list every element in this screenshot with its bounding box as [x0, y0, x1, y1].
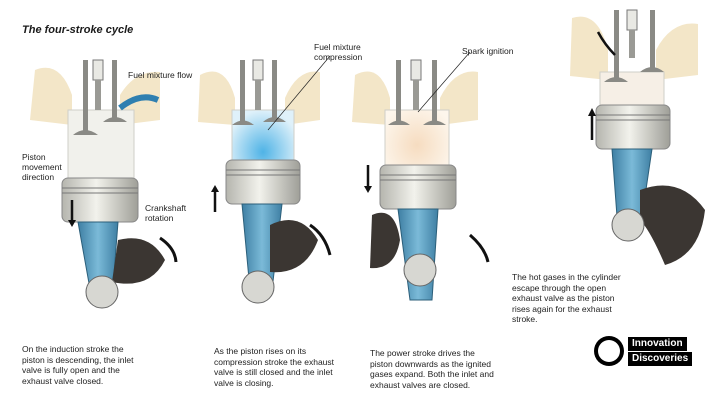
fuel-mixture-compression-label: Fuel mixture compression	[314, 42, 363, 62]
inlet-valve-stem	[83, 60, 88, 135]
spark-ignition-label: Spark ignition	[462, 46, 514, 56]
crankshaft-rotation-label: Crankshaft rotation	[145, 203, 187, 223]
compression-stroke-caption: As the piston rises on its compression s…	[214, 346, 335, 388]
piston	[225, 159, 301, 205]
logo-line-1: Innovation	[628, 337, 687, 351]
exhaust-stroke-caption: The hot gases in the cylinder escape thr…	[512, 272, 621, 324]
piston	[379, 164, 457, 210]
fuel-mixture-flow-label: Fuel mixture flow	[128, 70, 193, 80]
logo-emblem-icon	[594, 336, 624, 366]
diagram-title: The four-stroke cycle	[22, 24, 134, 36]
power-stroke-caption: The power stroke drives the piston downw…	[370, 348, 494, 390]
compression-stroke-engine	[198, 59, 332, 304]
piston-movement-direction-label: Piston movement direction	[22, 152, 62, 182]
induction-stroke-caption: On the induction stroke the piston is de…	[22, 344, 134, 386]
crank-counterweight	[112, 238, 165, 284]
exhaust-stroke-engine	[570, 9, 705, 265]
fuel-flow-arrow	[118, 94, 160, 111]
crankshaft-rotation-arrow	[159, 236, 178, 263]
power-stroke-engine	[352, 59, 490, 301]
exhaust-valve-stem	[112, 60, 117, 122]
logo-line-2: Discoveries	[628, 352, 693, 366]
innovation-discoveries-logo: Innovation Discoveries	[594, 336, 714, 366]
piston	[61, 177, 139, 223]
piston	[595, 104, 671, 150]
induction-stroke-engine	[30, 59, 178, 309]
inlet-port	[30, 67, 72, 125]
